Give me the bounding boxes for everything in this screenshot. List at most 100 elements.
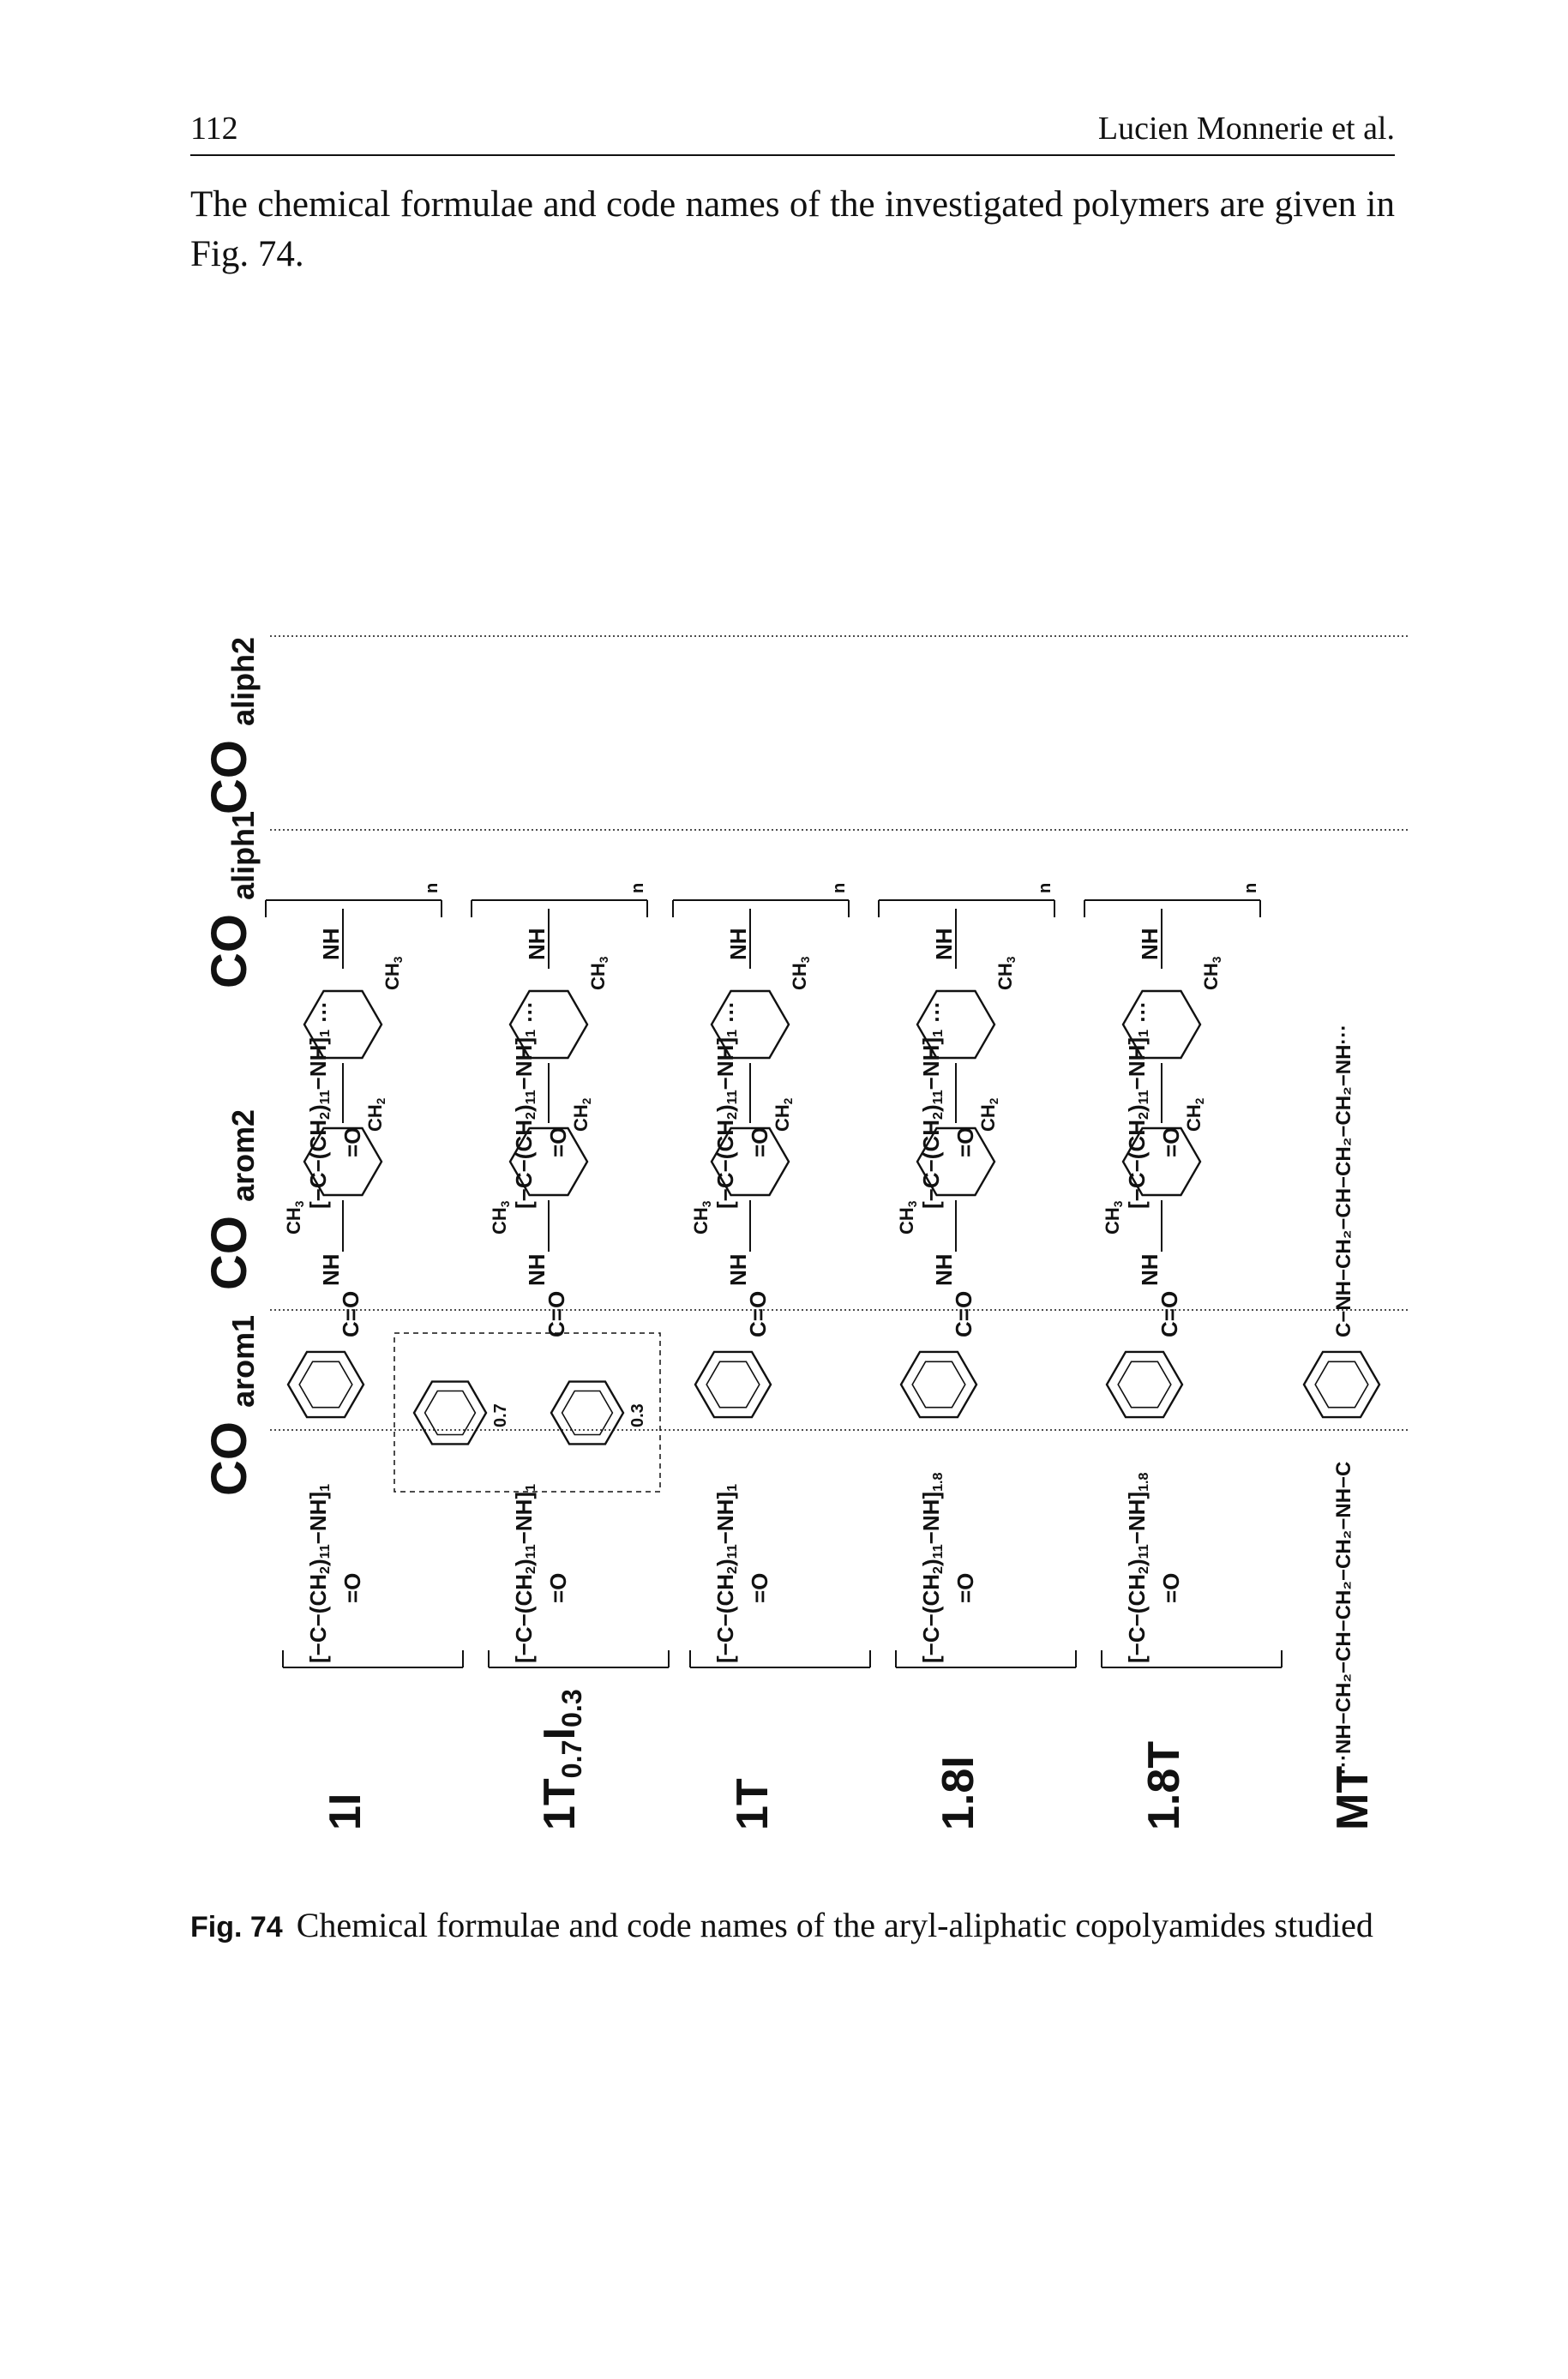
intro-paragraph: The chemical formulae and code names of … <box>190 184 1395 274</box>
aliphatic-unit-lower: [−C−(CH2)11−NH]1.8 <box>918 1472 946 1663</box>
terephthaloyl-ring <box>694 1350 772 1419</box>
carbonyl-oxygen: =O <box>952 1127 978 1157</box>
cyclohexane-ring-1 <box>508 1126 589 1197</box>
carbonyl-arom2: C=O <box>951 1291 976 1337</box>
ring-outline <box>303 1126 383 1197</box>
cyclohexane-ring-1 <box>710 1126 790 1197</box>
repeat-n: n <box>1241 883 1260 893</box>
code-name-3: 1T <box>728 1778 778 1830</box>
caption-text: Chemical formulae and code names of the … <box>296 1906 1373 1944</box>
formula-1T0.7I0.3 <box>394 899 670 1668</box>
methyl-2: CH3 <box>994 956 1018 990</box>
amide-nh: NH <box>524 1253 550 1286</box>
cyclohexane-ring-2 <box>916 989 996 1060</box>
ring-outline <box>1121 989 1202 1060</box>
code-name-1: 1I <box>321 1793 370 1830</box>
aromatic-inner-ring <box>706 1361 760 1409</box>
aromatic-inner-ring <box>424 1390 477 1436</box>
aliphatic-unit-lower: [−C−(CH2)11−NH]1 <box>305 1484 333 1663</box>
carbonyl-oxygen: =O <box>545 1127 571 1157</box>
label-co-aliph1: CO aliph1 <box>201 811 261 988</box>
amide-nh: NH <box>725 1253 751 1286</box>
ring-outline <box>286 1350 365 1419</box>
aliphatic-unit-lower: [−C−(CH2)11−NH]1.8 <box>1124 1472 1151 1663</box>
page-header: 112 Lucien Monnerie et al. <box>190 110 1395 156</box>
aliphatic-unit-upper: [−C−(CH2)11−NH]1 … <box>511 1001 538 1209</box>
methyl-2: CH3 <box>381 956 405 990</box>
repeat-n: n <box>628 883 647 893</box>
formula-MT <box>1302 1350 1381 1419</box>
formula-1T <box>672 899 871 1668</box>
ring-outline <box>1105 1350 1184 1419</box>
ring-outline <box>710 989 790 1060</box>
methyl-2: CH3 <box>789 956 812 990</box>
aliphatic-unit-upper: [−C−(CH2)11−NH]1 … <box>305 1001 333 1209</box>
repeat-n: n <box>830 883 849 893</box>
isophthaloyl-ring <box>899 1350 978 1419</box>
fraction-0.3: 0.3 <box>628 1403 647 1427</box>
terephthaloyl-ring <box>1302 1350 1381 1419</box>
aliphatic-unit-lower: [−C−(CH2)11−NH]1 <box>712 1484 740 1663</box>
ring-outline <box>1121 1126 1202 1197</box>
aliphatic-unit-upper: [−C−(CH2)11−NH]1 … <box>918 1001 946 1209</box>
fraction-0.7: 0.7 <box>491 1403 510 1427</box>
carbonyl-oxygen: =O <box>747 1573 772 1603</box>
aromatic-inner-ring <box>561 1390 614 1436</box>
carbonyl-oxygen: =O <box>545 1573 571 1603</box>
code-name-4: 1.8I <box>934 1756 983 1830</box>
repeat-n: n <box>1036 883 1054 893</box>
code-name-5: 1.8T <box>1139 1741 1189 1830</box>
methyl-1: CH3 <box>489 1200 512 1235</box>
mt-chain-upper: C−NH−CH₂−CH−CH₂−CH₂−NH··· <box>1332 1024 1355 1337</box>
label-co-aliph2: CO aliph2 <box>201 637 261 814</box>
aromatic-inner-ring <box>1314 1361 1369 1409</box>
methyl-1: CH3 <box>283 1200 306 1235</box>
carbonyl-arom2: C=O <box>338 1291 363 1337</box>
code-name-6: MT <box>1328 1766 1378 1830</box>
carbonyl-oxygen: =O <box>339 1573 365 1603</box>
carbonyl-arom2: C=O <box>745 1291 771 1337</box>
methylene-bridge: CH2 <box>364 1097 387 1132</box>
ring-outline <box>1302 1350 1381 1419</box>
code-name-2: 1T0.7I0.3 <box>535 1689 587 1830</box>
methylene-bridge: CH2 <box>570 1097 593 1132</box>
isophthaloyl-ring <box>286 1350 365 1419</box>
methylene-bridge: CH2 <box>772 1097 795 1132</box>
cyclohexane-ring-2 <box>508 989 589 1060</box>
terephthaloyl-ring <box>1105 1350 1184 1419</box>
ring-outline <box>916 1126 996 1197</box>
amide-nh-2: NH <box>931 928 957 960</box>
methyl-1: CH3 <box>690 1200 713 1235</box>
mixture-box <box>394 1332 661 1493</box>
cyclohexane-ring-2 <box>1121 989 1202 1060</box>
label-co-arom2: CO arom2 <box>201 1109 261 1290</box>
formula-1.8I <box>878 899 1077 1668</box>
amide-nh-2: NH <box>1137 928 1162 960</box>
amide-nh-2: NH <box>524 928 550 960</box>
aromatic-inner-ring <box>911 1361 966 1409</box>
cyclohexane-ring-1 <box>303 1126 383 1197</box>
formula-1I <box>265 899 464 1668</box>
amide-nh-2: NH <box>725 928 751 960</box>
ring-outline <box>694 1350 772 1419</box>
carbonyl-oxygen: =O <box>952 1573 978 1603</box>
ring-outline <box>303 989 383 1060</box>
carbonyl-oxygen: =O <box>747 1127 772 1157</box>
ring-outline <box>508 989 589 1060</box>
label-co-arom1: CO arom1 <box>201 1315 261 1496</box>
carbonyl-oxygen: =O <box>339 1127 365 1157</box>
methyl-1: CH3 <box>896 1200 919 1235</box>
carbonyl-oxygen: =O <box>1158 1573 1184 1603</box>
amide-nh-2: NH <box>318 928 344 960</box>
cyclohexane-ring-1 <box>916 1126 996 1197</box>
methylene-bridge: CH2 <box>977 1097 1000 1132</box>
aliphatic-unit-upper: [−C−(CH2)11−NH]1 … <box>712 1001 740 1209</box>
carbonyl-oxygen: =O <box>1158 1127 1184 1157</box>
amide-nh: NH <box>318 1253 344 1286</box>
running-head-authors: Lucien Monnerie et al. <box>1097 111 1395 147</box>
aromatic-inner-ring <box>298 1361 353 1409</box>
ring-outline <box>550 1380 625 1445</box>
amide-nh: NH <box>931 1253 957 1286</box>
tere-ring <box>412 1380 488 1445</box>
